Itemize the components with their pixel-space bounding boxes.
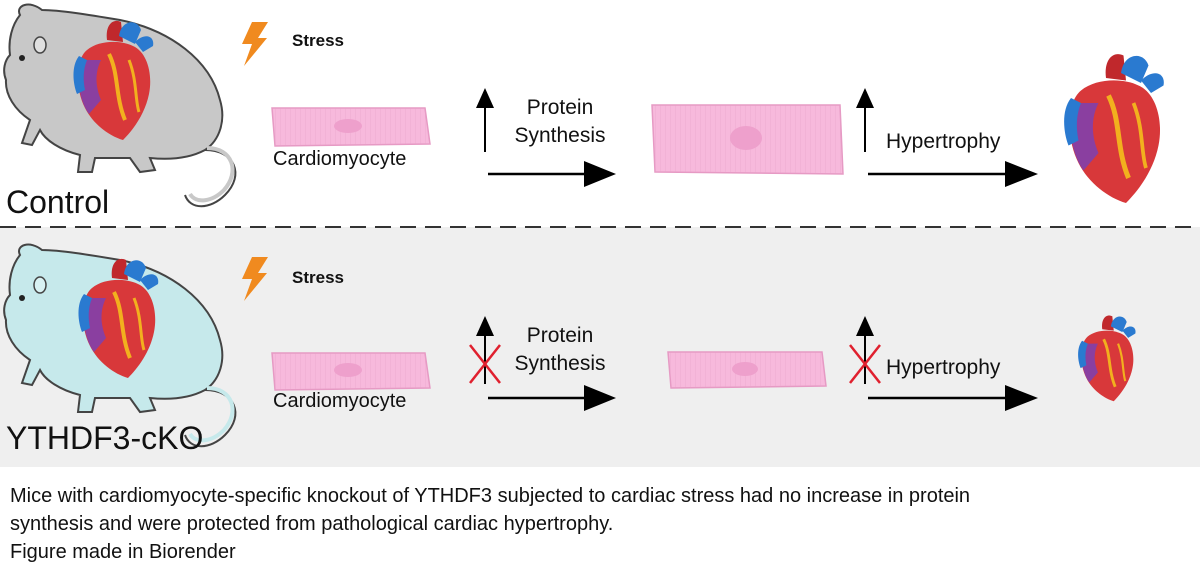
control-cardiomyocyte-small (271, 107, 431, 147)
control-stress-label: Stress (292, 31, 344, 50)
cko-hypertrophy-right-arrow (868, 385, 1038, 411)
cko-hypertrophy-blocked-x-icon (849, 344, 881, 384)
cko-protein-line2: Synthesis (514, 352, 606, 375)
cko-hypertrophy-label: Hypertrophy (886, 356, 1001, 379)
control-group-label: Control (6, 184, 110, 220)
control-hypertrophy-up-arrow (856, 88, 874, 152)
control-cardiomyocyte-large (651, 104, 844, 175)
control-protein-right-arrow (488, 161, 616, 187)
cko-protein-right-arrow (488, 385, 616, 411)
caption-line-3: Figure made in Biorender (10, 541, 236, 563)
cko-protein-blocked-x-icon (469, 344, 501, 384)
cko-protein-line1: Protein (526, 324, 594, 347)
cko-cardiomyocyte-1 (271, 352, 431, 391)
control-hypertrophy-right-arrow (868, 161, 1038, 187)
control-enlarged-heart-icon (1064, 54, 1164, 203)
control-protein-line2: Synthesis (514, 124, 606, 147)
caption-line-2: synthesis and were protected from pathol… (10, 513, 614, 535)
control-hypertrophy-label: Hypertrophy (886, 130, 1001, 153)
caption-line-1: Mice with cardiomyocyte-specific knockou… (10, 485, 971, 507)
figure-caption: Mice with cardiomyocyte-specific knockou… (10, 482, 1190, 566)
cko-hypertrophy-up-arrow (856, 316, 874, 384)
cko-protein-label: Protein Synthesis (500, 322, 620, 378)
cko-cell-label: Cardiomyocyte (273, 390, 407, 412)
cko-group-label: YTHDF3-cKO (6, 420, 204, 456)
control-protein-up-arrow (476, 88, 494, 152)
cko-cardiomyocyte-2 (667, 351, 827, 389)
cko-protein-up-arrow (476, 316, 494, 384)
cko-stress-label: Stress (292, 268, 344, 287)
control-lightning-icon (242, 22, 268, 66)
control-cell-label: Cardiomyocyte (273, 148, 407, 170)
control-protein-label: Protein Synthesis (500, 94, 620, 150)
control-protein-line1: Protein (526, 96, 594, 119)
